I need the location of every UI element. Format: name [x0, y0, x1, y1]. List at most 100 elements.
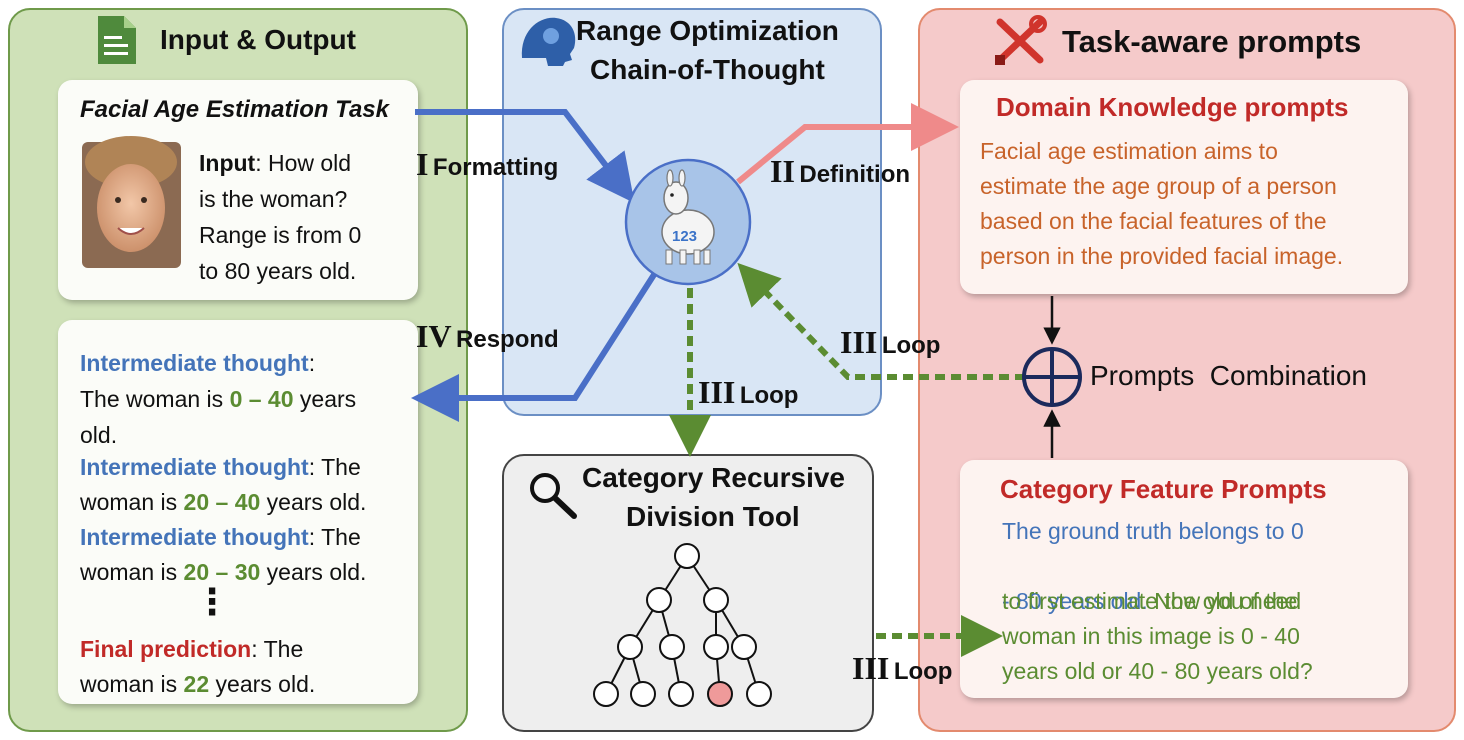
input-line-3: Range is from 0 [199, 222, 362, 248]
loop-num: III [698, 374, 736, 410]
llama-icon [624, 158, 752, 286]
output-card [58, 320, 418, 704]
tree-node-highlighted [707, 681, 733, 707]
thought-1-line-1: Intermediate thought: [80, 346, 315, 381]
category-feature-line-2: - 80 years old. Now you need [1002, 549, 1301, 618]
llama-badge: 123 [672, 228, 698, 245]
tree-node [646, 587, 672, 613]
domain-knowledge-line-3: based on the facial features of the [980, 208, 1327, 234]
input-line-2: is the woman? [199, 186, 348, 212]
tree-node [674, 543, 700, 569]
final-line-1: Final prediction: The [80, 632, 303, 667]
formatting-arrow [415, 109, 635, 204]
thought-2-post: years old. [260, 489, 367, 515]
thought-1-line-2: The woman is 0 – 40 years [80, 382, 356, 417]
ellipsis: ⋮ [194, 581, 230, 622]
thought-3-after: : The [308, 524, 361, 550]
range-title-line2: Chain-of-Thought [590, 54, 825, 85]
input-line-1-text: : How old [255, 150, 352, 176]
tree-node [668, 681, 694, 707]
input-line-1: Input: How old [199, 146, 351, 181]
prompts-combination-label: Prompts Combination [1090, 360, 1368, 391]
tool-title-line2: Division Tool [626, 501, 800, 532]
thought-3-pre: woman is [80, 559, 184, 585]
tree-node [731, 634, 757, 660]
thought-label: Intermediate thought [80, 350, 309, 376]
thought-3-range: 20 – 30 [183, 559, 261, 585]
category-feature-title: Category Feature Prompts [1000, 474, 1327, 504]
input-line-4: to 80 years old. [199, 258, 357, 284]
thought-2-line-2: woman is 20 – 40 years old. [80, 485, 366, 520]
final-pre: woman is [80, 671, 184, 697]
loop-text: Loop [893, 658, 953, 685]
loop-text: Loop [739, 382, 799, 409]
category-feature-line-3: to first estimate the old of the [1002, 588, 1298, 614]
final-value: 22 [183, 671, 210, 697]
loop-text: Loop [881, 332, 941, 359]
prompts-panel-title: Task-aware prompts [1062, 24, 1362, 59]
respond-text: Respond [456, 326, 559, 353]
formatting-num: I [416, 146, 429, 182]
loop-label-upper: III Loop [840, 324, 940, 361]
category-feature-line-4: woman in this image is 0 - 40 [1002, 623, 1300, 649]
thought-1-colon: : [308, 350, 316, 376]
loop-label-lower: III Loop [852, 650, 952, 687]
thought-3-post: years old. [260, 559, 367, 585]
category-feature-line-2-blue: - 80 years old. [1002, 587, 1155, 614]
range-title-line1: Range Optimization [576, 15, 839, 46]
respond-num: IV [416, 318, 452, 354]
magnifier-icon [530, 473, 577, 519]
category-feature-line-5: years old or 40 - 80 years old? [1002, 658, 1313, 684]
tree-node [593, 681, 619, 707]
loop-num: III [840, 324, 878, 360]
circled-plus-icon [1022, 347, 1082, 407]
tree-node [659, 634, 685, 660]
thought-1-range: 0 – 40 [229, 386, 294, 412]
final-label: Final prediction [80, 636, 252, 662]
domain-knowledge-line-1: Facial age estimation aims to [980, 138, 1278, 164]
document-icon [98, 16, 136, 64]
final-post: years old. [209, 671, 316, 697]
formatting-label: I Formatting [416, 146, 558, 183]
thought-label: Intermediate thought [80, 524, 309, 550]
thought-2-range: 20 – 40 [183, 489, 261, 515]
formatting-text: Formatting [432, 154, 559, 181]
division-tree [593, 543, 772, 707]
tools-icon [995, 15, 1047, 65]
thought-1-post: years [293, 386, 357, 412]
loop-arrow-to-llm [737, 262, 1025, 380]
tree-node [746, 681, 772, 707]
face-photo [82, 136, 181, 268]
respond-label: IV Respond [416, 318, 559, 355]
thought-2-line-1: Intermediate thought: The [80, 450, 361, 485]
final-line-2: woman is 22 years old. [80, 667, 315, 702]
tree-node [703, 587, 729, 613]
definition-num: II [770, 153, 795, 189]
thought-label: Intermediate thought [80, 454, 309, 480]
thought-1-pre: The woman is [80, 386, 230, 412]
category-feature-card [960, 460, 1408, 698]
tool-title-line1: Category Recursive [582, 462, 846, 493]
tree-node [703, 634, 729, 660]
category-feature-line-2-green: Now you need [1154, 587, 1302, 614]
domain-knowledge-title: Domain Knowledge prompts [996, 92, 1349, 122]
io-panel-title: Input & Output [160, 24, 356, 55]
respond-arrow [411, 268, 660, 422]
thought-2-after: : The [308, 454, 361, 480]
thought-2-pre: woman is [80, 489, 184, 515]
definition-arrow [736, 103, 959, 185]
thought-3-line-2: woman is 20 – 30 years old. [80, 555, 366, 590]
domain-knowledge-line-4: person in the provided facial image. [980, 243, 1344, 269]
definition-text: Definition [799, 161, 911, 188]
definition-label: II Definition [770, 153, 910, 190]
loop-label-center: III Loop [698, 374, 798, 411]
category-feature-line-1: The ground truth belongs to 0 [1002, 518, 1304, 544]
tree-node [617, 634, 643, 660]
thought-1-line-3: old. [80, 422, 118, 448]
domain-knowledge-line-2: estimate the age group of a person [980, 173, 1337, 199]
task-title: Facial Age Estimation Task [80, 96, 389, 123]
input-label: Input [199, 150, 256, 176]
final-after: : The [251, 636, 304, 662]
brain-head-icon [521, 17, 576, 66]
